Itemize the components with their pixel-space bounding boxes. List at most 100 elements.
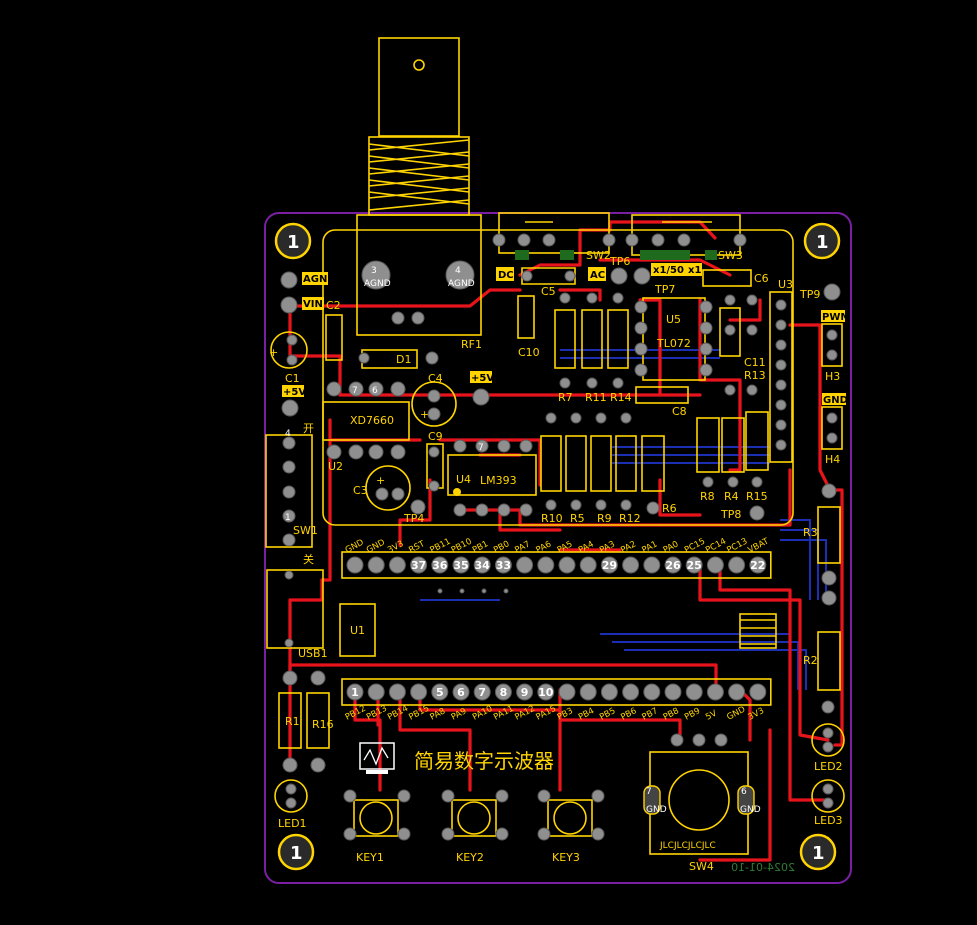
- board-date: 2024-01-10: [731, 861, 795, 874]
- top-header-pin-14: [622, 556, 640, 574]
- svg-text:SW3: SW3: [718, 249, 743, 262]
- bottom-header-pin-9: [516, 683, 534, 701]
- svg-text:TP9: TP9: [799, 288, 820, 301]
- bottom-header-pin-7: [473, 683, 491, 701]
- cap-c8: C8: [635, 386, 689, 418]
- top-header-pin-6: [452, 556, 470, 574]
- bottom-header-pin-12: [579, 683, 597, 701]
- svg-text:C6: C6: [754, 272, 769, 285]
- svg-text:KEY2: KEY2: [456, 851, 484, 864]
- svg-text:JLCJLCJLCJLC: JLCJLCJLCJLC: [659, 841, 716, 851]
- bottom-header-pin-number: 9: [521, 686, 529, 699]
- cap-c4: + C4 +5V: [411, 371, 494, 427]
- board-title: 简易数字示波器: [414, 749, 554, 773]
- svg-text:GND: GND: [740, 805, 761, 815]
- svg-text:R11: R11: [585, 391, 607, 404]
- svg-text:开: 开: [303, 422, 314, 435]
- top-header-pin-5: [431, 556, 449, 574]
- svg-text:GND: GND: [823, 395, 848, 406]
- svg-text:R10: R10: [541, 512, 563, 525]
- top-header-pin-number: 29: [602, 559, 617, 572]
- bnc-pin4-label: 4: [455, 266, 461, 276]
- svg-text:KEY1: KEY1: [356, 851, 384, 864]
- svg-text:SW2: SW2: [586, 249, 611, 262]
- svg-text:R14: R14: [610, 391, 632, 404]
- svg-text:LED1: LED1: [278, 817, 307, 830]
- bnc-connector: 3 AGND 4 AGND RF1: [356, 37, 482, 351]
- top-header-pin-number: 22: [750, 559, 765, 572]
- svg-text:R7: R7: [558, 391, 573, 404]
- svg-text:LED2: LED2: [814, 760, 843, 773]
- svg-text:U4: U4: [456, 473, 471, 486]
- top-header-pin-number: 33: [496, 559, 511, 572]
- resistors-r3-r2: R3 R2: [803, 483, 841, 691]
- svg-text:SW1: SW1: [293, 524, 318, 537]
- diode-d1: D1: [358, 349, 439, 369]
- svg-text:1: 1: [812, 843, 825, 864]
- svg-text:+5V: +5V: [283, 387, 306, 398]
- analog-section-outline: [322, 229, 794, 526]
- svg-text:1: 1: [290, 843, 303, 864]
- svg-text:+: +: [376, 474, 385, 487]
- resistors-r8-r4-r15: R8 R4 R15 TP8: [696, 411, 769, 521]
- resistors-r1-r16: R1 R16: [278, 670, 334, 773]
- bottom-header-pin-6: [452, 683, 470, 701]
- cap-c1: + C1 +5V: [269, 331, 308, 417]
- svg-text:U1: U1: [350, 624, 365, 637]
- svg-text:GND: GND: [646, 805, 667, 815]
- bottom-header-pin-4: [410, 683, 428, 701]
- svg-text:H4: H4: [825, 453, 840, 466]
- bottom-header-pin-14: [622, 683, 640, 701]
- bottom-header-pin-18: [706, 683, 724, 701]
- svg-text:U5: U5: [666, 313, 681, 326]
- svg-text:6: 6: [372, 386, 378, 396]
- svg-text:R6: R6: [662, 502, 677, 515]
- bottom-header-pin-5: [431, 683, 449, 701]
- cap-c6: C6: [702, 269, 769, 287]
- cap-c11-r13: C11 R13: [719, 294, 766, 396]
- label-vin: VIN: [303, 299, 323, 310]
- svg-text:x1: x1: [688, 265, 701, 276]
- bottom-header-pin-19: [728, 683, 746, 701]
- bottom-header-pin-20: [749, 683, 767, 701]
- bottom-header-pin-11: [558, 683, 576, 701]
- top-header-pin-7: [473, 556, 491, 574]
- top-header-pin-number: 37: [411, 559, 426, 572]
- svg-text:C1: C1: [285, 372, 300, 385]
- svg-text:7: 7: [646, 787, 652, 797]
- svg-text:C10: C10: [518, 346, 540, 359]
- svg-text:1: 1: [816, 232, 829, 253]
- svg-text:C8: C8: [672, 405, 687, 418]
- svg-text:C5: C5: [541, 285, 556, 298]
- svg-text:KEY3: KEY3: [552, 851, 580, 864]
- svg-text:LM393: LM393: [480, 474, 517, 487]
- svg-text:C3: C3: [353, 484, 368, 497]
- oscilloscope-logo-icon: [359, 742, 395, 774]
- bottom-header-pin-17: [685, 683, 703, 701]
- usb-connector: USB1: [266, 569, 328, 660]
- top-header-pin-9: [516, 556, 534, 574]
- top-header-pin-10: [537, 556, 555, 574]
- right-connectors: TP9 PWM H3 GND H4: [799, 283, 850, 466]
- top-header-pin-number: 35: [453, 559, 468, 572]
- svg-text:PWM: PWM: [822, 312, 850, 323]
- bnc-pin3-agnd: AGND: [364, 279, 391, 289]
- svg-text:TP8: TP8: [720, 508, 741, 521]
- top-header-pin-17: [685, 556, 703, 574]
- top-header-pin-16: [664, 556, 682, 574]
- svg-text:1: 1: [285, 513, 291, 523]
- mount-hole-tr: 1: [803, 222, 841, 260]
- svg-text:R3: R3: [803, 526, 818, 539]
- bnc-pin3-label: 3: [371, 266, 377, 276]
- svg-text:C4: C4: [428, 372, 443, 385]
- svg-text:LED3: LED3: [814, 814, 843, 827]
- bottom-header-pin-number: 10: [538, 686, 554, 699]
- bottom-header-pin-15: [643, 683, 661, 701]
- svg-text:R9: R9: [597, 512, 612, 525]
- top-header-pin-8: [494, 556, 512, 574]
- svg-text:+: +: [420, 408, 429, 421]
- top-header-pin-4: [410, 556, 428, 574]
- led3: LED3: [811, 779, 845, 827]
- top-header-pin-20: [749, 556, 767, 574]
